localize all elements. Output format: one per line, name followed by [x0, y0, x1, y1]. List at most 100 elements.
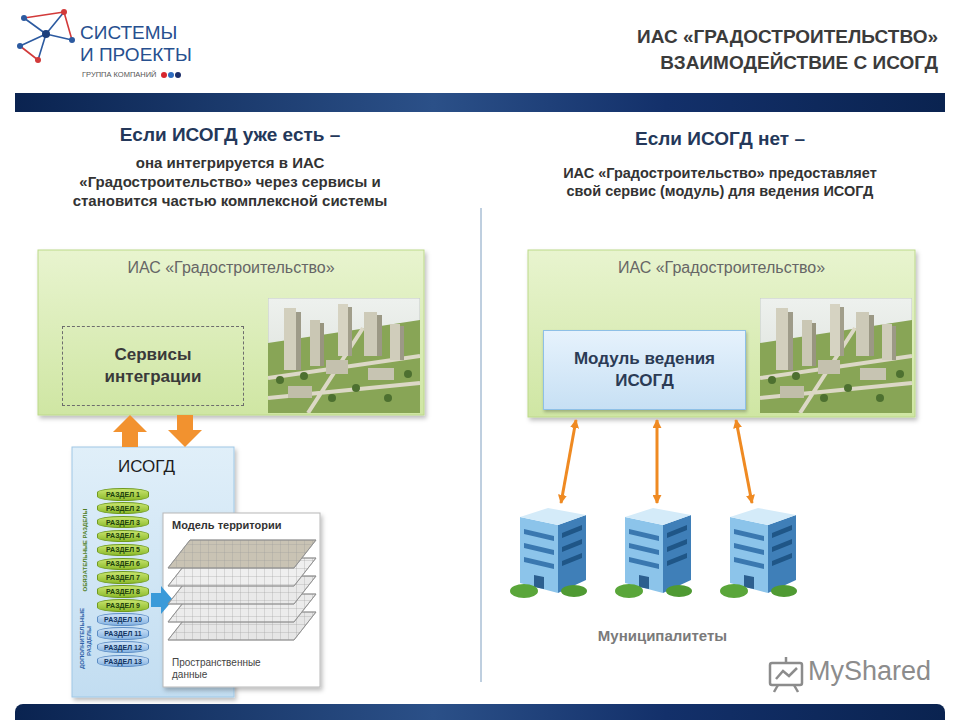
section-disc: РАЗДЕЛ 13	[97, 655, 149, 668]
line-part	[656, 420, 659, 503]
circle-part	[69, 37, 75, 43]
logo-subtitle-box: ГРУППА КОМПАНИЙ	[82, 70, 162, 79]
watermark-box: MyShared	[808, 655, 943, 687]
logo-text-box: СИСТЕМЫ	[80, 22, 210, 45]
vertical-label: ОБЯЗАТЕЛЬНЫЕ РАЗДЕЛЫ	[82, 490, 89, 610]
header-bar	[15, 93, 945, 112]
panel-ground	[163, 513, 320, 687]
node-title: ИСОГД	[118, 457, 234, 477]
section-text: ИАС «Градостроительство» предоставляет с…	[545, 164, 895, 200]
circle-part	[61, 9, 67, 15]
section-text-box: она интегрируется в ИАС «Градостроительс…	[58, 154, 402, 210]
section-disc: РАЗДЕЛ 10	[97, 613, 149, 626]
group-caption-box: Муниципалитеты	[575, 627, 750, 645]
line-part	[561, 420, 576, 503]
circle-part	[17, 43, 23, 49]
rect-part	[770, 663, 802, 685]
circle-part	[21, 15, 27, 21]
logo-text: И ПРОЕКТЫ	[80, 44, 210, 67]
model-card: Модель территорииПространственные данные	[163, 513, 320, 687]
circle-part	[35, 57, 41, 63]
section-disc: РАЗДЕЛ 5	[97, 544, 149, 557]
watermark: MyShared	[808, 655, 943, 687]
circle-part	[42, 30, 50, 38]
node-title: Сервисы интеграции	[73, 344, 233, 388]
polygon-part	[168, 540, 316, 568]
circle-part	[168, 72, 174, 78]
node-title: Модель территории	[172, 519, 311, 531]
circle-part	[161, 72, 167, 78]
block-arrow	[122, 432, 138, 447]
node-title: ИАС «Градостроительство»	[38, 259, 424, 277]
municipality-building	[615, 508, 692, 598]
node-title: ИАС «Градостроительство»	[528, 259, 915, 277]
block-arrow	[177, 415, 193, 430]
node-title: Модуль ведения ИСОГД	[554, 348, 735, 392]
node-title: РАЗДЕЛ 9	[106, 602, 140, 609]
logo-icon	[17, 9, 75, 63]
section-disc: РАЗДЕЛ 6	[97, 558, 149, 571]
section-disc: РАЗДЕЛ 4	[97, 530, 149, 543]
node-title: РАЗДЕЛ 3	[106, 519, 140, 526]
polygon-part	[168, 540, 316, 568]
section-disc: РАЗДЕЛ 8	[97, 585, 149, 598]
vertical-label-box: ДОПОЛНИТЕЛЬНЫЕ РАЗДЕЛЫ	[79, 613, 92, 669]
page-title: ИАС «ГРАДОСТРОИТЕЛЬСТВО» ВЗАИМОДЕЙСТВИЕ …	[520, 24, 938, 75]
node-title: РАЗДЕЛ 7	[106, 574, 140, 581]
node-text: Пространственные данные	[172, 657, 272, 681]
line-part	[785, 657, 788, 663]
logo-text: СИСТЕМЫ	[80, 22, 210, 45]
module-box: Модуль ведения ИСОГД	[543, 330, 746, 410]
path-part	[20, 12, 72, 60]
section-heading-box: Если ИСОГД уже есть –	[40, 124, 420, 147]
section-disc: РАЗДЕЛ 12	[97, 641, 149, 654]
flow-arrow	[151, 586, 173, 614]
panel-ground	[528, 250, 915, 417]
section-heading: Если ИСОГД уже есть –	[40, 124, 420, 147]
divider-line	[481, 208, 482, 682]
section-disc: РАЗДЕЛ 3	[97, 516, 149, 529]
footer-bar	[15, 704, 945, 720]
line-part	[774, 685, 778, 692]
watermark-icon	[770, 657, 802, 692]
vertical-label-box: ОБЯЗАТЕЛЬНЫЕ РАЗДЕЛЫ	[82, 490, 89, 610]
municipality-building	[720, 508, 797, 598]
logo-dots	[161, 72, 181, 78]
node-title: РАЗДЕЛ 5	[106, 546, 140, 553]
vertical-label: ДОПОЛНИТЕЛЬНЫЕ РАЗДЕЛЫ	[79, 613, 92, 669]
section-disc: РАЗДЕЛ 7	[97, 571, 149, 584]
node-title: РАЗДЕЛ 1	[106, 491, 140, 498]
node-title: РАЗДЕЛ 12	[104, 644, 142, 651]
logo-text-box: И ПРОЕКТЫ	[80, 44, 210, 67]
node-title: РАЗДЕЛ 11	[104, 630, 141, 637]
section-disc: РАЗДЕЛ 9	[97, 599, 149, 612]
node-title: РАЗДЕЛ 4	[106, 532, 140, 539]
section-text: она интегрируется в ИАС «Градостроительс…	[58, 154, 402, 210]
line-part	[736, 420, 752, 503]
title-box: ИАС «ГРАДОСТРОИТЕЛЬСТВО» ВЗАИМОДЕЙСТВИЕ …	[520, 24, 938, 75]
section-text-box: ИАС «Градостроительство» предоставляет с…	[545, 164, 895, 200]
section-disc: РАЗДЕЛ 1	[97, 488, 149, 501]
path-part	[20, 12, 72, 60]
system-panel: ИАС «Градостроительство» Модуль ведения И…	[528, 250, 915, 417]
municipality-building	[510, 508, 587, 598]
section-disc: РАЗДЕЛ 2	[97, 502, 149, 515]
service-box: Сервисы интеграции	[62, 326, 244, 406]
section-heading-box: Если ИСОГД нет –	[530, 128, 910, 151]
system-panel: ИАС «Градостроительство» Сервисы интеграц…	[38, 250, 424, 415]
path-part	[776, 668, 797, 679]
section-heading: Если ИСОГД нет –	[530, 128, 910, 151]
logo-subtitle: ГРУППА КОМПАНИЙ	[82, 70, 162, 79]
node-title: РАЗДЕЛ 10	[104, 616, 142, 623]
territory-layers	[168, 540, 316, 640]
node-title: РАЗДЕЛ 8	[106, 588, 140, 595]
city-picture	[760, 298, 912, 413]
group-caption: Муниципалитеты	[575, 627, 750, 645]
circle-part	[175, 72, 181, 78]
municipality-arrows	[561, 420, 752, 503]
panel-ground	[38, 250, 424, 415]
city-picture	[268, 298, 420, 413]
